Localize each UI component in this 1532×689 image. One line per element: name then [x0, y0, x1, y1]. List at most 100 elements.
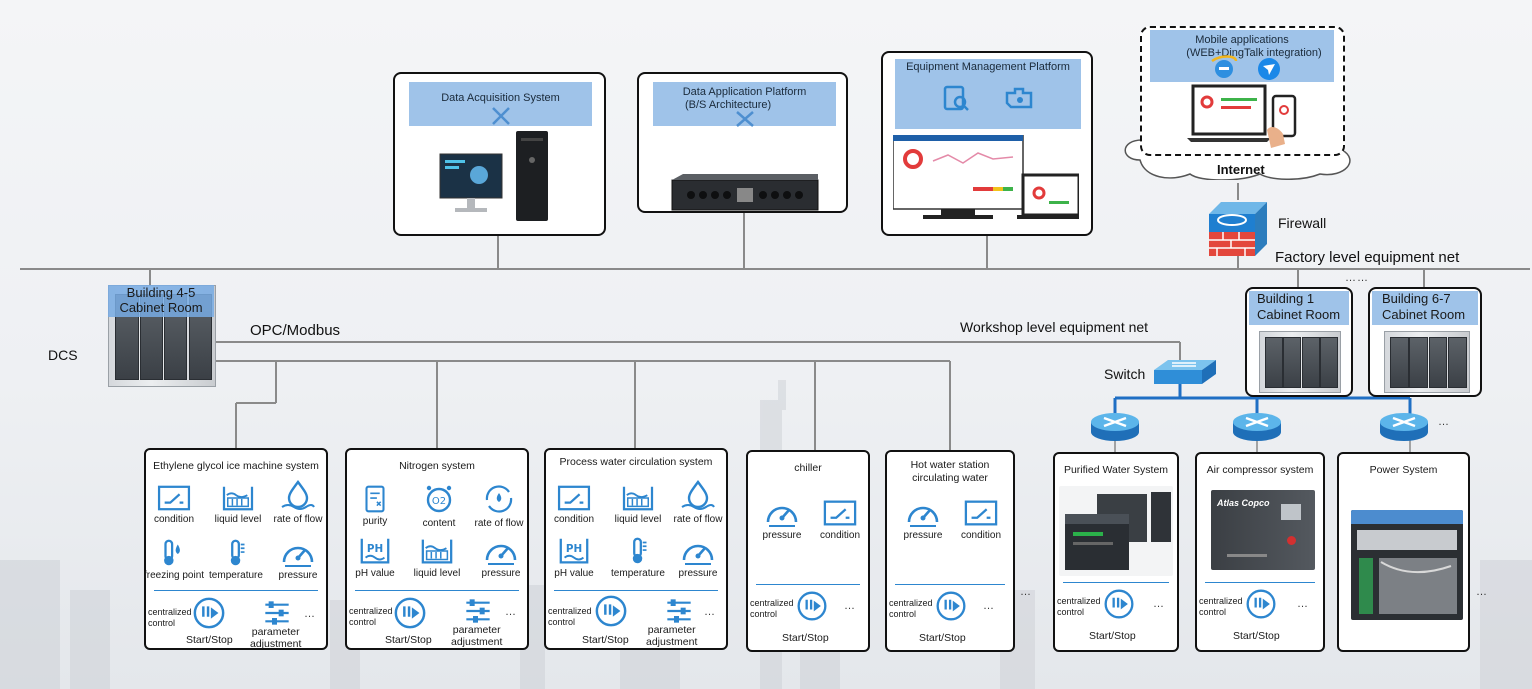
switch-contact-icon	[823, 498, 857, 528]
system-title: Process water circulation system	[559, 456, 713, 468]
plc-module-image	[1059, 486, 1173, 576]
switch-contact-icon	[964, 498, 998, 528]
ellipsis: …	[1153, 598, 1165, 610]
cabinet-illustration	[1259, 331, 1341, 393]
separator	[355, 590, 519, 591]
equipment-mgmt-box: Equipment Management Platform	[881, 51, 1093, 236]
start-stop-icon[interactable]	[935, 590, 967, 622]
cc-line1: centralized	[750, 598, 794, 608]
start-stop-icon[interactable]	[393, 596, 427, 630]
start-stop-label: Start/Stop	[385, 634, 432, 646]
engine-icon	[1005, 87, 1033, 109]
workshop-net-label: Workshop level equipment net	[960, 319, 1149, 335]
cc-line1: centralized	[349, 606, 393, 616]
rate-of-flow-label: rate of flow	[474, 518, 524, 529]
pressure-gauge-icon	[483, 536, 519, 566]
liquid-level-label: liquid level	[614, 514, 662, 525]
cc-line1: centralized	[1057, 596, 1101, 606]
title-line2: circulating water	[912, 472, 988, 484]
cc-line2: control	[1199, 607, 1227, 617]
cc-line1: centralized	[1199, 596, 1243, 606]
router-icon	[1233, 413, 1281, 441]
parameter-sliders-icon[interactable]	[664, 596, 694, 626]
mobile-app-title: Mobile applications	[1195, 34, 1289, 46]
equipment-mgmt-title: Equipment Management Platform	[906, 61, 1070, 73]
oxygen-icon	[421, 482, 457, 516]
mobile-app-band: Mobile applications (WEB+DingTalk integr…	[1150, 30, 1334, 82]
cc-line2: control	[349, 617, 377, 627]
opc-modbus-label: OPC/Modbus	[250, 322, 341, 339]
param-line1: parameter	[452, 624, 501, 636]
rack-server-icon	[671, 174, 819, 211]
rate-of-flow-cell: rate of flow	[268, 478, 328, 525]
cross-arrows-icon	[491, 107, 510, 125]
param-line2: adjustment	[646, 636, 698, 648]
start-stop-icon[interactable]	[594, 594, 628, 628]
data-application-band: Data Application Platform (B/S Architect…	[653, 82, 836, 127]
separator	[756, 584, 860, 585]
pressure-label: pressure	[678, 568, 718, 579]
ellipsis-right: …	[1476, 586, 1488, 598]
switch-icon	[1154, 360, 1216, 384]
condition-label: condition	[960, 530, 1002, 541]
laptop-phone-icon	[1187, 84, 1297, 148]
building-45-cabinet-room: Building 4-5 Cabinet Room	[108, 285, 216, 387]
power-cabinet-image	[1351, 510, 1463, 620]
param-line1: parameter	[647, 624, 696, 636]
start-stop-icon[interactable]	[1245, 588, 1277, 620]
cc-line2: control	[889, 609, 917, 619]
condition-cell: condition	[144, 484, 204, 525]
switch-contact-icon	[157, 484, 191, 512]
data-application-title: Data Application Platform	[682, 86, 807, 98]
condition-cell: condition	[951, 498, 1011, 541]
temperature-cell: temperature	[206, 538, 266, 581]
pressure-label: pressure	[762, 530, 802, 541]
internet-label: Internet	[1217, 162, 1265, 177]
pressure-gauge-icon	[764, 498, 800, 528]
pressure-gauge-icon	[905, 498, 941, 528]
liquid-level-icon	[221, 484, 255, 512]
ethylene-glycol-system: Ethylene glycol ice machine system condi…	[144, 448, 328, 650]
ph-value-label: pH value	[355, 568, 395, 579]
firewall-label: Firewall	[1278, 215, 1327, 231]
factory-net-label: Factory level equipment net	[1275, 249, 1460, 266]
pressure-label: pressure	[278, 570, 318, 581]
rate-of-flow-label: rate of flow	[273, 514, 323, 525]
building-45-label: Building 4-5	[126, 285, 196, 300]
monitor-icon	[439, 153, 503, 212]
system-title: Purified Water System	[1063, 464, 1169, 476]
cc-line2: control	[1057, 607, 1085, 617]
pressure-label: pressure	[481, 568, 521, 579]
pressure-gauge-icon	[280, 538, 316, 568]
param-line2: adjustment	[451, 636, 503, 648]
condition-label: condition	[553, 514, 595, 525]
start-stop-icon[interactable]	[192, 596, 226, 630]
ellipsis: …	[704, 606, 716, 618]
pc-tower-icon	[516, 131, 548, 221]
start-stop-label: Start/Stop	[582, 634, 629, 646]
ph-icon	[557, 536, 591, 566]
parameter-sliders-icon[interactable]	[463, 596, 493, 626]
liquid-level-label: liquid level	[413, 568, 461, 579]
start-stop-icon[interactable]	[796, 590, 828, 622]
data-acquisition-box: Data Acquisition System	[393, 72, 606, 236]
data-acquisition-title: Data Acquisition System	[441, 92, 560, 104]
rate-of-flow-label: rate of flow	[673, 514, 723, 525]
start-stop-icon[interactable]	[1103, 588, 1135, 620]
compressor-image: Atlas Copco	[1211, 490, 1315, 570]
parameter-sliders-icon[interactable]	[262, 598, 292, 628]
switch-contact-icon	[557, 484, 591, 512]
data-application-box: Data Application Platform (B/S Architect…	[637, 72, 848, 213]
freezing-thermometer-icon	[157, 538, 191, 568]
building-1-cabinet-room: Building 1 Cabinet Room	[1245, 287, 1353, 397]
